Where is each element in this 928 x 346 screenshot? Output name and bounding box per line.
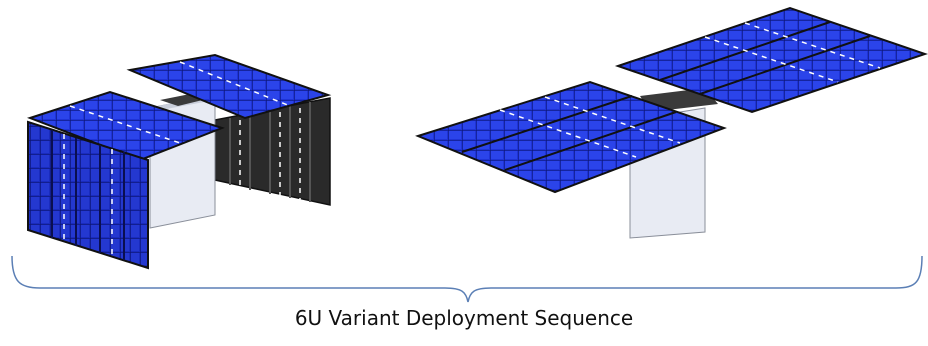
partially-deployed-satellite bbox=[26, 53, 332, 270]
upper-solar-array bbox=[126, 53, 332, 120]
vertical-solar-array bbox=[27, 120, 149, 270]
rear-solar-array bbox=[614, 6, 928, 114]
diagram-caption: 6U Variant Deployment Sequence bbox=[294, 306, 634, 330]
sequence-bracket bbox=[11, 255, 923, 303]
front-solar-array bbox=[415, 80, 727, 194]
stowed-black-panels bbox=[214, 97, 331, 206]
fully-deployed-satellite bbox=[415, 6, 928, 239]
